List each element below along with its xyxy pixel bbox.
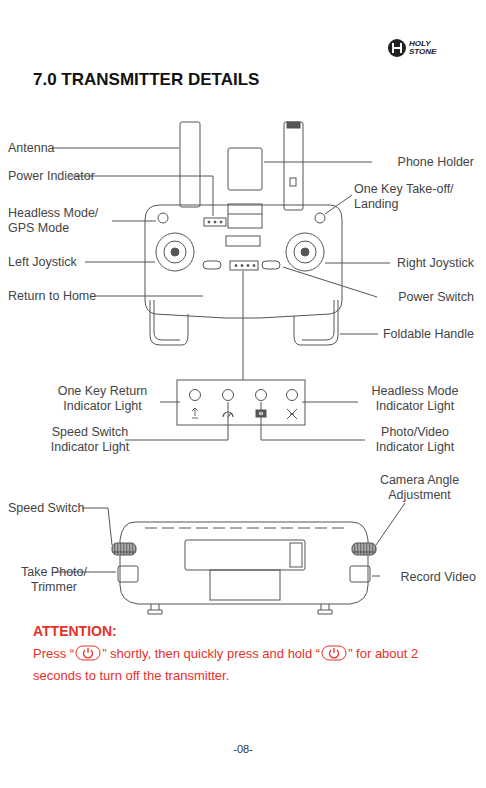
logo-text: STONE	[409, 48, 436, 56]
callout-label: -08-	[0, 742, 486, 757]
callout-label: Power Indicator	[8, 169, 95, 184]
callout-label: Phone Holder	[398, 155, 474, 170]
power-icon	[320, 645, 348, 661]
attention-text: Press “	[33, 646, 74, 661]
attention-text: Press “ ” shortly, then quickly press and…	[33, 643, 463, 687]
callout-label: Photo/Video Indicator Light	[356, 425, 474, 455]
callout-label: Power Switch	[398, 290, 474, 305]
callout-label: Right Joystick	[397, 256, 474, 271]
callout-label: Foldable Handle	[383, 327, 474, 342]
callout-label: ATTENTION:	[33, 624, 117, 639]
callout-label: Take Photo/ Trimmer	[8, 565, 100, 595]
page-title: 7.0 TRANSMITTER DETAILS	[33, 70, 259, 90]
power-icon	[74, 645, 102, 661]
callout-label: Record Video	[400, 570, 476, 585]
callout-label: Speed Switch	[8, 501, 84, 516]
callout-label: Headless Mode Indicator Light	[356, 384, 474, 414]
callout-label: One Key Take-off/ Landing	[354, 182, 476, 212]
callout-label: Headless Mode/ GPS Mode	[8, 206, 116, 236]
callout-label: Return to Home	[8, 289, 96, 304]
logo-text: HOLY	[409, 40, 431, 48]
callout-label: One Key Return Indicator Light	[45, 384, 160, 414]
attention-text: ” shortly, then quickly press and hold “	[102, 646, 320, 661]
callout-label: Antenna	[8, 141, 55, 156]
callout-label: Speed Switch Indicator Light	[40, 425, 140, 455]
callout-label: Camera Angle Adjustment	[367, 473, 472, 503]
callout-label: Left Joystick	[8, 255, 77, 270]
